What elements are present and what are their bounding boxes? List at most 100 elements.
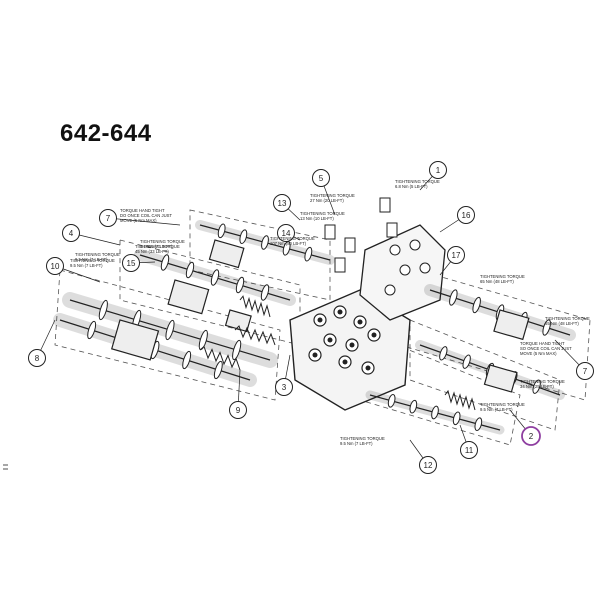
spool-part xyxy=(439,346,448,361)
valve-port-center xyxy=(327,337,333,343)
callout-circle xyxy=(28,349,46,367)
callout-number: 17 xyxy=(452,251,461,260)
spool-part xyxy=(387,394,396,408)
spool-part xyxy=(409,399,418,414)
callout-number: 13 xyxy=(278,199,287,208)
torque-note-line-2: 107 Nm (80 LB-FT) xyxy=(270,241,307,246)
hand-tight-note-line: MOVE (5 Nm MAX) xyxy=(120,218,157,223)
spool-part xyxy=(185,261,195,279)
callout-number: 3 xyxy=(282,383,287,392)
spool-part xyxy=(452,411,461,426)
callout-number: 9 xyxy=(236,406,241,415)
spool-part xyxy=(462,354,471,369)
spool-part xyxy=(217,223,226,239)
spool-part xyxy=(235,276,245,294)
spool-part xyxy=(431,405,439,420)
torque-note-line-2: 9.5 Nm (7 LB-FT) xyxy=(340,441,373,446)
spring xyxy=(444,389,476,411)
torque-note-line-1: TIGHTENING TORQUE xyxy=(300,211,345,216)
callout-number: 7 xyxy=(106,214,111,223)
callout-number: 15 xyxy=(127,259,136,268)
torque-note-line-2: 27 Nm (20 LB-FT) xyxy=(310,198,344,203)
torque-note-line-2: 65 Nm (48 LB-FT) xyxy=(545,321,579,326)
coil-block xyxy=(167,279,210,315)
valve-port-center xyxy=(317,317,323,323)
torque-note-line-1: TIGHTENING TORQUE xyxy=(135,244,180,249)
spring xyxy=(199,345,241,371)
coil-block xyxy=(110,319,160,361)
spool-part xyxy=(87,320,97,340)
coil-block xyxy=(483,364,518,393)
callout-circle xyxy=(460,441,478,459)
callout-number: 5 xyxy=(319,174,324,183)
page-title: 642-644 xyxy=(60,120,152,147)
hand-tight-note-line: DO ONCE COIL CAN JUST xyxy=(120,213,172,218)
spool-part xyxy=(304,246,313,262)
torque-note-line-1: TIGHTENING TORQUE xyxy=(70,258,115,263)
spool-part xyxy=(532,379,541,394)
spool-part xyxy=(160,254,170,271)
callout-number: 2 xyxy=(529,432,534,441)
callout-number: 8 xyxy=(35,354,40,363)
valve-port-center xyxy=(349,342,355,348)
callout-circle xyxy=(457,206,475,224)
hand-tight-note-line: SO ONCE COIL CAN JUST xyxy=(520,346,572,351)
hand-tight-note-line: TORQUE HAND TIGHT xyxy=(120,208,165,213)
valve-port-center xyxy=(337,309,343,315)
callout-circle xyxy=(521,426,541,446)
dashed-group-outline xyxy=(54,269,281,401)
torque-note-line-1: TIGHTENING TORQUE xyxy=(340,436,385,441)
torque-note-line-1: TIGHTENING TORQUE xyxy=(140,239,185,244)
torque-note-line-2: 34 Nm (25 LB-FT) xyxy=(520,384,554,389)
spool-part xyxy=(261,235,269,250)
valve-port-center xyxy=(312,352,318,358)
fitting-part xyxy=(386,222,398,238)
fitting-part xyxy=(344,237,356,253)
torque-note-line-1: TIGHTENING TORQUE xyxy=(520,379,565,384)
spool-part xyxy=(210,269,220,286)
hand-tight-note-line: TORQUE HAND TIGHT xyxy=(520,341,565,346)
callout-circle xyxy=(576,362,594,380)
hand-tight-note-line: MOVE (5 Nm MAX) xyxy=(520,351,557,356)
spool-part xyxy=(182,350,192,370)
spool-part xyxy=(542,319,551,336)
spool-part xyxy=(98,299,108,321)
torque-note-line-2: 9.5 Nm (7 LB-FT) xyxy=(140,244,173,249)
spool-part xyxy=(239,229,248,244)
cover-port xyxy=(399,264,411,276)
torque-note-line-2: 9.5 Nm (7 LB-FT) xyxy=(70,263,103,268)
spool-part xyxy=(260,284,270,301)
callout-number: 1 xyxy=(436,166,441,175)
torque-note-line-2: 9.5 Nm (7 LB-FT) xyxy=(75,257,108,262)
coil-block xyxy=(208,239,245,269)
spool-part xyxy=(449,289,458,306)
valve-port-center xyxy=(371,332,377,338)
callout-number: 16 xyxy=(462,211,471,220)
spool-part xyxy=(474,417,483,431)
torque-note-line-2: 45 Nm (33 LB-FT) xyxy=(135,249,169,254)
cover-port xyxy=(419,262,431,274)
spool-part xyxy=(165,319,175,341)
torque-note-line-1: TIGHTENING TORQUE xyxy=(480,274,525,279)
coil-block xyxy=(493,309,530,341)
torque-note-line-1: TIGHTENING TORQUE xyxy=(310,193,355,198)
cover-port xyxy=(384,284,396,296)
spool-part xyxy=(232,339,242,361)
spring xyxy=(239,295,271,318)
callout-circle xyxy=(447,246,465,264)
callout-circle xyxy=(275,378,293,396)
callout-circle xyxy=(99,209,117,227)
